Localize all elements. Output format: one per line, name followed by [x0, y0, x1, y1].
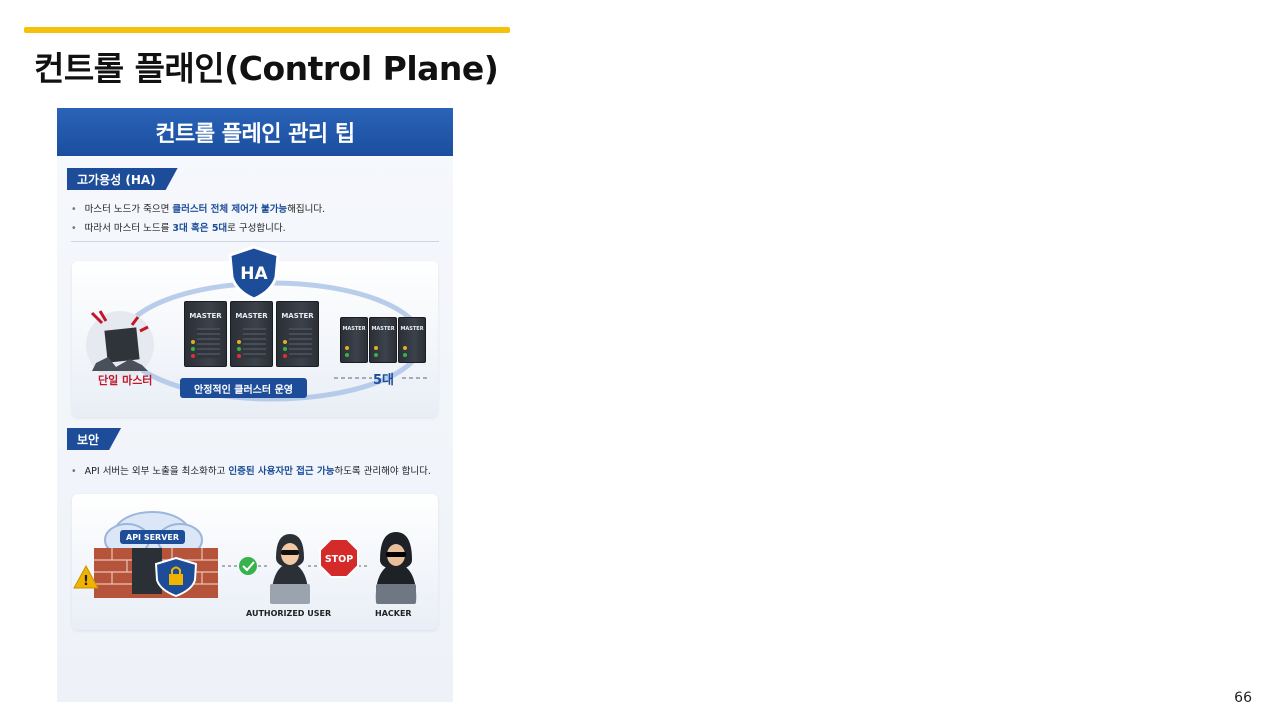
broken-single-master-icon [86, 310, 154, 379]
master-server-3: MASTER [276, 301, 319, 367]
svg-text:!: ! [83, 574, 89, 589]
ha-illustration: HA 단일 마스터 MASTER MASTER MASTER MAS [72, 245, 438, 417]
infographic: 컨트롤 플레인 관리 팁 고가용성 (HA) 마스터 노드가 죽으면 클러스터 … [57, 108, 453, 702]
section-tag-security: 보안 [67, 428, 121, 450]
stop-sign-icon: STOP [319, 538, 359, 578]
authorized-user-label: AUTHORIZED USER [246, 609, 332, 618]
api-server-label: API SERVER [120, 530, 186, 544]
section-tag-ha: 고가용성 (HA) [67, 168, 178, 190]
small-master-server-1: MASTER [340, 317, 368, 363]
page-number: 66 [1234, 690, 1252, 706]
svg-text:STOP: STOP [325, 554, 353, 565]
stable-cluster-label: 안정적인 클러스터 운영 [180, 378, 307, 398]
title-accent-bar [24, 27, 510, 33]
ha-bullet-2: 따라서 마스터 노드를 3대 혹은 5대로 구성합니다. [71, 220, 286, 234]
hacker-icon [375, 532, 417, 604]
authorized-user-icon [270, 534, 310, 604]
hacker-label: HACKER [375, 609, 412, 618]
small-master-server-2: MASTER [369, 317, 397, 363]
single-master-label: 단일 마스터 [98, 374, 153, 387]
infographic-header: 컨트롤 플레인 관리 팁 [57, 108, 453, 156]
five-nodes-label: 5대 [373, 373, 395, 388]
master-server-1: MASTER [184, 301, 227, 367]
ha-bullet-1: 마스터 노드가 죽으면 클러스터 전체 제어가 불가능해집니다. [71, 201, 326, 215]
infographic-title: 컨트롤 플레인 관리 팁 [155, 122, 355, 147]
svg-text:HA: HA [240, 264, 268, 284]
master-server-2: MASTER [230, 301, 273, 367]
ha-shield-icon: HA [228, 245, 280, 301]
api-server-firewall-icon: ! [73, 511, 218, 598]
small-master-server-3: MASTER [398, 317, 426, 363]
security-illustration: ! API SERVER AUTHORIZED USER STOP [72, 494, 438, 630]
section-divider [71, 241, 439, 242]
access-flow-lines [222, 557, 370, 575]
security-bullet: API 서버는 외부 노출을 최소화하고 인증된 사용자만 접근 가능하도록 관… [71, 463, 431, 477]
slide-title: 컨트롤 플래인(Control Plane) [34, 49, 499, 88]
